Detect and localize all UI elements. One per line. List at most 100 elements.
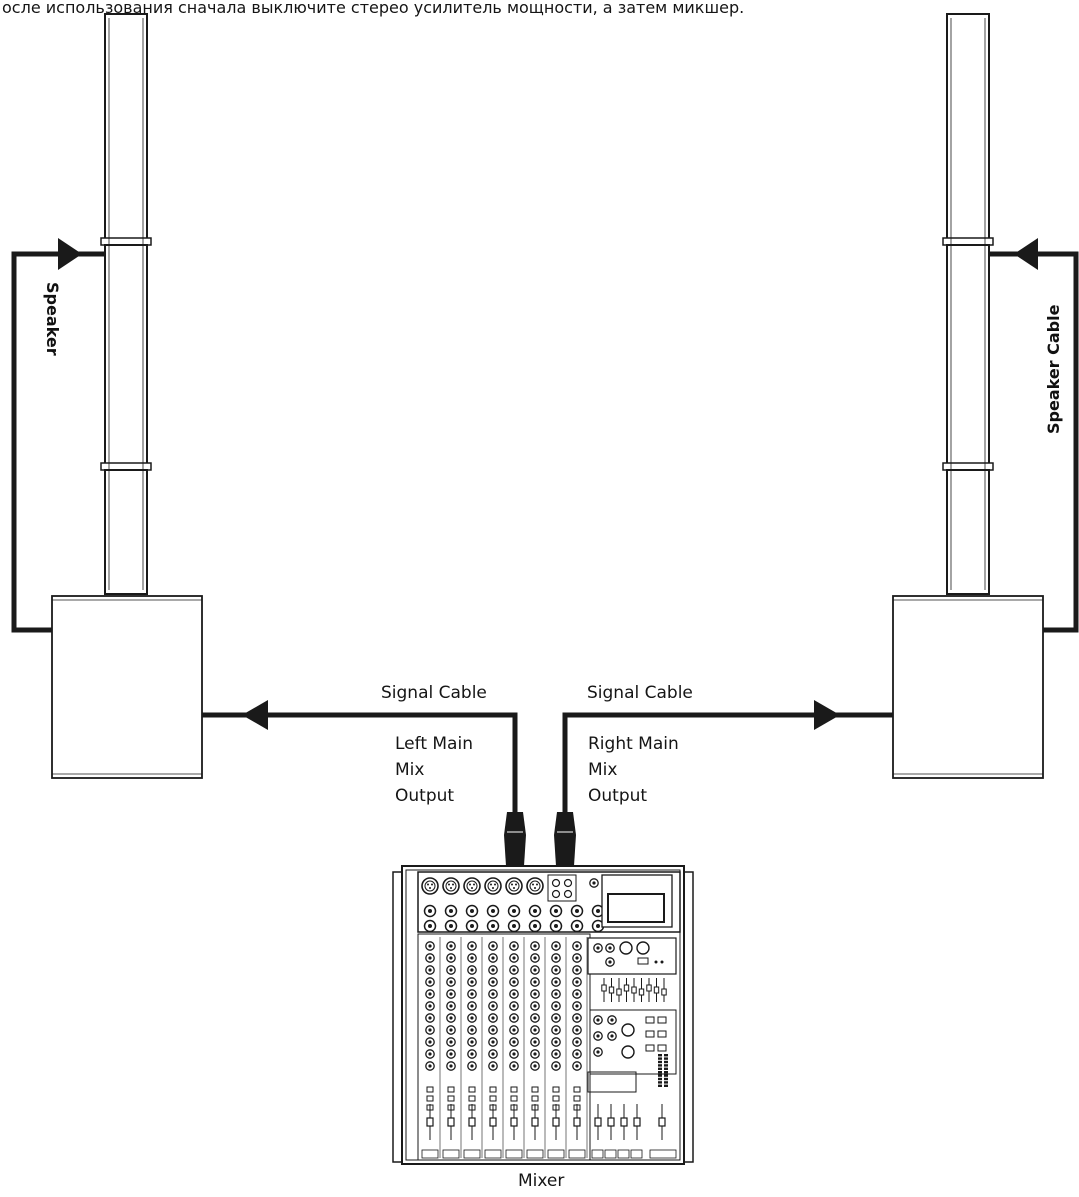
- channel-knob: [509, 941, 519, 951]
- channel-knob: [551, 941, 561, 951]
- channel-knob: [551, 1013, 561, 1023]
- effects-button: [657, 1016, 667, 1024]
- effects-knob: [607, 1031, 617, 1041]
- channel-knob: [488, 977, 498, 987]
- channel-button: [489, 1086, 497, 1093]
- channel-button: [510, 1095, 518, 1102]
- channel-knob: [467, 977, 477, 987]
- geq-slider-cap: [601, 984, 607, 992]
- effects-knob: [593, 1031, 603, 1041]
- channel-knob: [467, 941, 477, 951]
- channel-button: [489, 1095, 497, 1102]
- channel-button: [573, 1095, 581, 1102]
- effects-big-knob: [621, 1045, 635, 1059]
- geq-slider-cap: [631, 986, 637, 994]
- line-input-jack: [444, 904, 458, 918]
- channel-button: [552, 1086, 560, 1093]
- channel-knob: [530, 1001, 540, 1011]
- channel-knob: [530, 977, 540, 987]
- master-label-box: [630, 1149, 643, 1159]
- left-output-line: Mix: [395, 760, 425, 780]
- effects-button: [657, 1030, 667, 1038]
- channel-knob: [467, 953, 477, 963]
- master-label-box: [649, 1149, 677, 1159]
- channel-knob: [488, 1049, 498, 1059]
- meter-segment: [658, 1060, 662, 1064]
- channel-label-box: [463, 1149, 481, 1159]
- left-output-line: Left Main: [395, 734, 473, 754]
- geq-slider-cap: [653, 986, 660, 994]
- xlr-input-jack: [442, 877, 460, 895]
- channel-knob: [551, 977, 561, 987]
- line-input-jack: [549, 904, 563, 918]
- master-label-box: [617, 1149, 630, 1159]
- channel-knob: [572, 1037, 582, 1047]
- xlr-input-jack: [421, 877, 439, 895]
- channel-knob: [467, 1049, 477, 1059]
- effects-knob: [593, 1015, 603, 1025]
- geq-slider-cap: [638, 988, 645, 996]
- channel-knob: [509, 977, 519, 987]
- channel-knob: [509, 989, 519, 999]
- left-column-speaker: [100, 13, 152, 595]
- line-input-jack: [570, 904, 584, 918]
- left-signal-cable-label: Signal Cable: [381, 683, 487, 703]
- channel-knob: [488, 1025, 498, 1035]
- channel-knob: [530, 1037, 540, 1047]
- channel-knob: [551, 1049, 561, 1059]
- mixer-effects-section: [593, 1015, 667, 1059]
- mixer-channel-strips: [421, 937, 588, 1159]
- right-output-line: Mix: [588, 760, 618, 780]
- channel-button: [426, 1095, 434, 1102]
- insert-jack: [444, 919, 458, 933]
- meter-segment: [658, 1081, 662, 1084]
- channel-knob: [530, 1013, 540, 1023]
- channel-knob: [488, 941, 498, 951]
- insert-jack: [528, 919, 542, 933]
- line-input-jack: [486, 904, 500, 918]
- channel-knob: [446, 977, 456, 987]
- left-output-line: Output: [395, 786, 455, 806]
- meter-segment: [658, 1071, 662, 1074]
- channel-knob: [446, 1013, 456, 1023]
- channel-knob: [425, 1013, 435, 1023]
- geq-slider-cap: [661, 988, 667, 996]
- channel-knob: [446, 965, 456, 975]
- channel-label-box: [442, 1149, 460, 1159]
- meter-segment: [658, 1077, 662, 1081]
- channel-knob: [551, 989, 561, 999]
- effects-button: [645, 1030, 655, 1038]
- insert-jack: [486, 919, 500, 933]
- channel-knob: [509, 1061, 519, 1071]
- channel-knob: [572, 953, 582, 963]
- channel-knob: [572, 977, 582, 987]
- right-speaker-cable: [989, 238, 1079, 633]
- channel-knob: [425, 1049, 435, 1059]
- effects-knob: [593, 1047, 603, 1057]
- channel-knob: [467, 1001, 477, 1011]
- channel-button: [447, 1086, 455, 1093]
- geq-slider-cap: [646, 984, 652, 992]
- channel-knob: [530, 965, 540, 975]
- channel-knob: [572, 1001, 582, 1011]
- channel-knob: [572, 965, 582, 975]
- insert-jack: [507, 919, 521, 933]
- channel-knob: [509, 1025, 519, 1035]
- channel-knob: [425, 1037, 435, 1047]
- channel-knob: [572, 941, 582, 951]
- channel-knob: [530, 1061, 540, 1071]
- meter-segment: [664, 1081, 668, 1084]
- meter-segment: [658, 1084, 662, 1087]
- channel-knob: [446, 1049, 456, 1059]
- meter-segment: [658, 1064, 662, 1067]
- channel-knob: [425, 1061, 435, 1071]
- channel-knob: [572, 1049, 582, 1059]
- channel-knob: [467, 989, 477, 999]
- insert-jack: [549, 919, 563, 933]
- channel-knob: [551, 1001, 561, 1011]
- channel-knob: [530, 989, 540, 999]
- mixer-unit: [392, 865, 694, 1165]
- channel-label-box: [526, 1149, 544, 1159]
- right-column-speaker: [942, 13, 994, 595]
- meter-segment: [664, 1057, 668, 1060]
